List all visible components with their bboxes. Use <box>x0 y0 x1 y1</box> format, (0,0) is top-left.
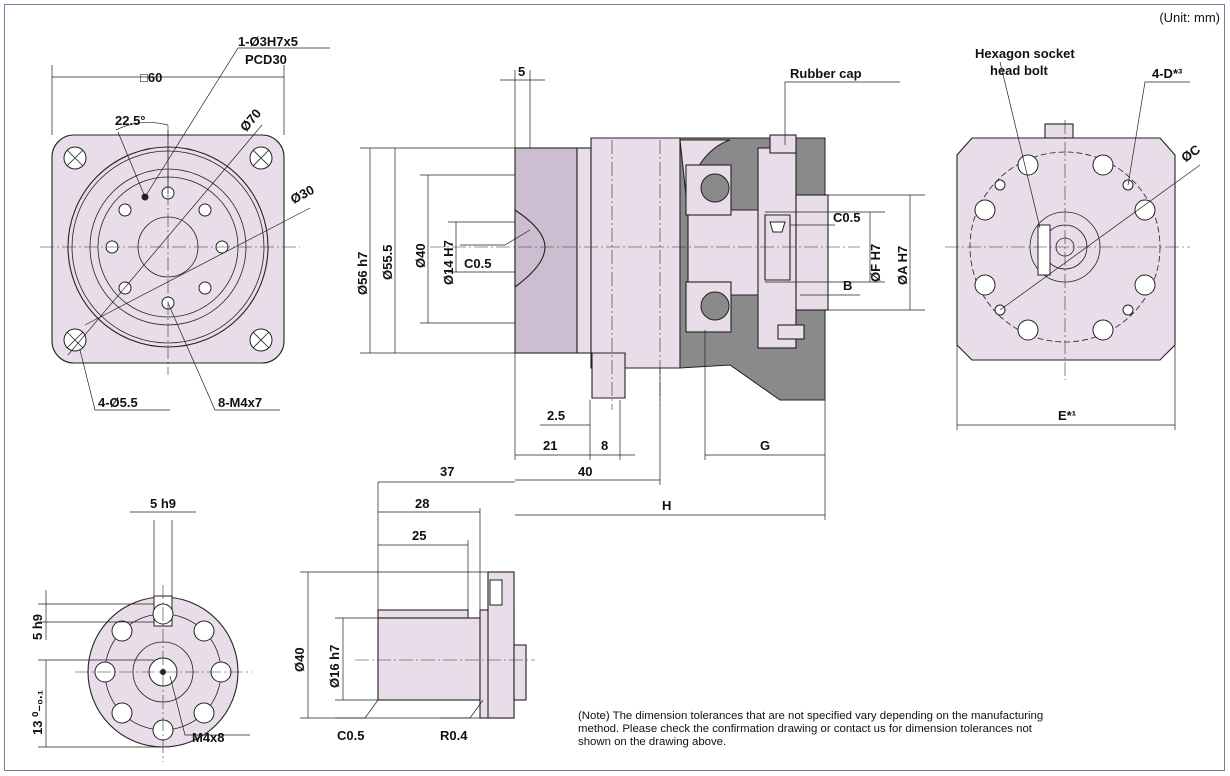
label-dim21: 21 <box>543 438 557 453</box>
label-d16: Ø16 h7 <box>327 645 342 688</box>
label-da: ØA H7 <box>895 246 910 285</box>
label-c05-right: C0.5 <box>833 210 860 225</box>
label-e: E*¹ <box>1058 408 1076 423</box>
label-angle: 22.5° <box>115 113 146 128</box>
label-rubber-cap: Rubber cap <box>790 66 862 81</box>
label-dim8: 8 <box>601 438 608 453</box>
label-d56: Ø56 h7 <box>355 252 370 295</box>
tolerance-note: (Note) The dimension tolerances that are… <box>578 710 1208 749</box>
label-h: H <box>662 498 671 513</box>
label-g: G <box>760 438 770 453</box>
label-d14: Ø14 H7 <box>441 240 456 285</box>
label-c05-side: C0.5 <box>464 256 491 271</box>
label-r04: R0.4 <box>440 728 468 743</box>
label-d-holes: 4-D*³ <box>1152 66 1183 81</box>
label-c05-shaft: C0.5 <box>337 728 364 743</box>
side-section-view <box>360 70 925 520</box>
label-pcd30: PCD30 <box>245 52 287 67</box>
label-h9-side: 5 h9 <box>30 614 45 640</box>
output-shaft-view <box>300 481 535 719</box>
label-hex1: Hexagon socket <box>975 46 1075 61</box>
label-h9-top: 5 h9 <box>150 496 176 511</box>
label-4-holes: 4-Ø5.5 <box>98 395 138 410</box>
label-dim5: 5 <box>518 64 525 79</box>
note-line-3: shown on the drawing above. <box>578 736 727 748</box>
label-m4x8: M4x8 <box>192 730 225 745</box>
label-dim25: 25 <box>412 528 426 543</box>
label-d40-shaft: Ø40 <box>292 647 307 672</box>
shaft-end-view <box>38 511 252 762</box>
label-d40-side: Ø40 <box>413 243 428 268</box>
note-line-2: method. Please check the confirmation dr… <box>578 723 1032 735</box>
rear-view <box>945 61 1201 430</box>
label-dim2-5: 2.5 <box>547 408 565 423</box>
label-dim40: 40 <box>578 464 592 479</box>
label-tol13: 13 ⁰₋₀.₁ <box>30 690 45 735</box>
label-hex2: head bolt <box>990 63 1048 78</box>
label-dim28: 28 <box>415 496 429 511</box>
label-d55-5: Ø55.5 <box>380 245 395 280</box>
label-square-60: □60 <box>140 70 162 85</box>
label-b: B <box>843 278 852 293</box>
label-dc: ØC <box>1178 141 1203 165</box>
label-hole: 1-Ø3H7x5 <box>238 34 298 49</box>
label-d30: Ø30 <box>288 182 317 207</box>
label-d70: Ø70 <box>237 106 264 134</box>
label-df: ØF H7 <box>868 244 883 282</box>
label-m4x7: 8-M4x7 <box>218 395 262 410</box>
front-view <box>40 47 330 411</box>
unit-label: (Unit: mm) <box>1159 10 1220 25</box>
note-line-1: (Note) The dimension tolerances that are… <box>578 710 1044 722</box>
label-dim37: 37 <box>440 464 454 479</box>
